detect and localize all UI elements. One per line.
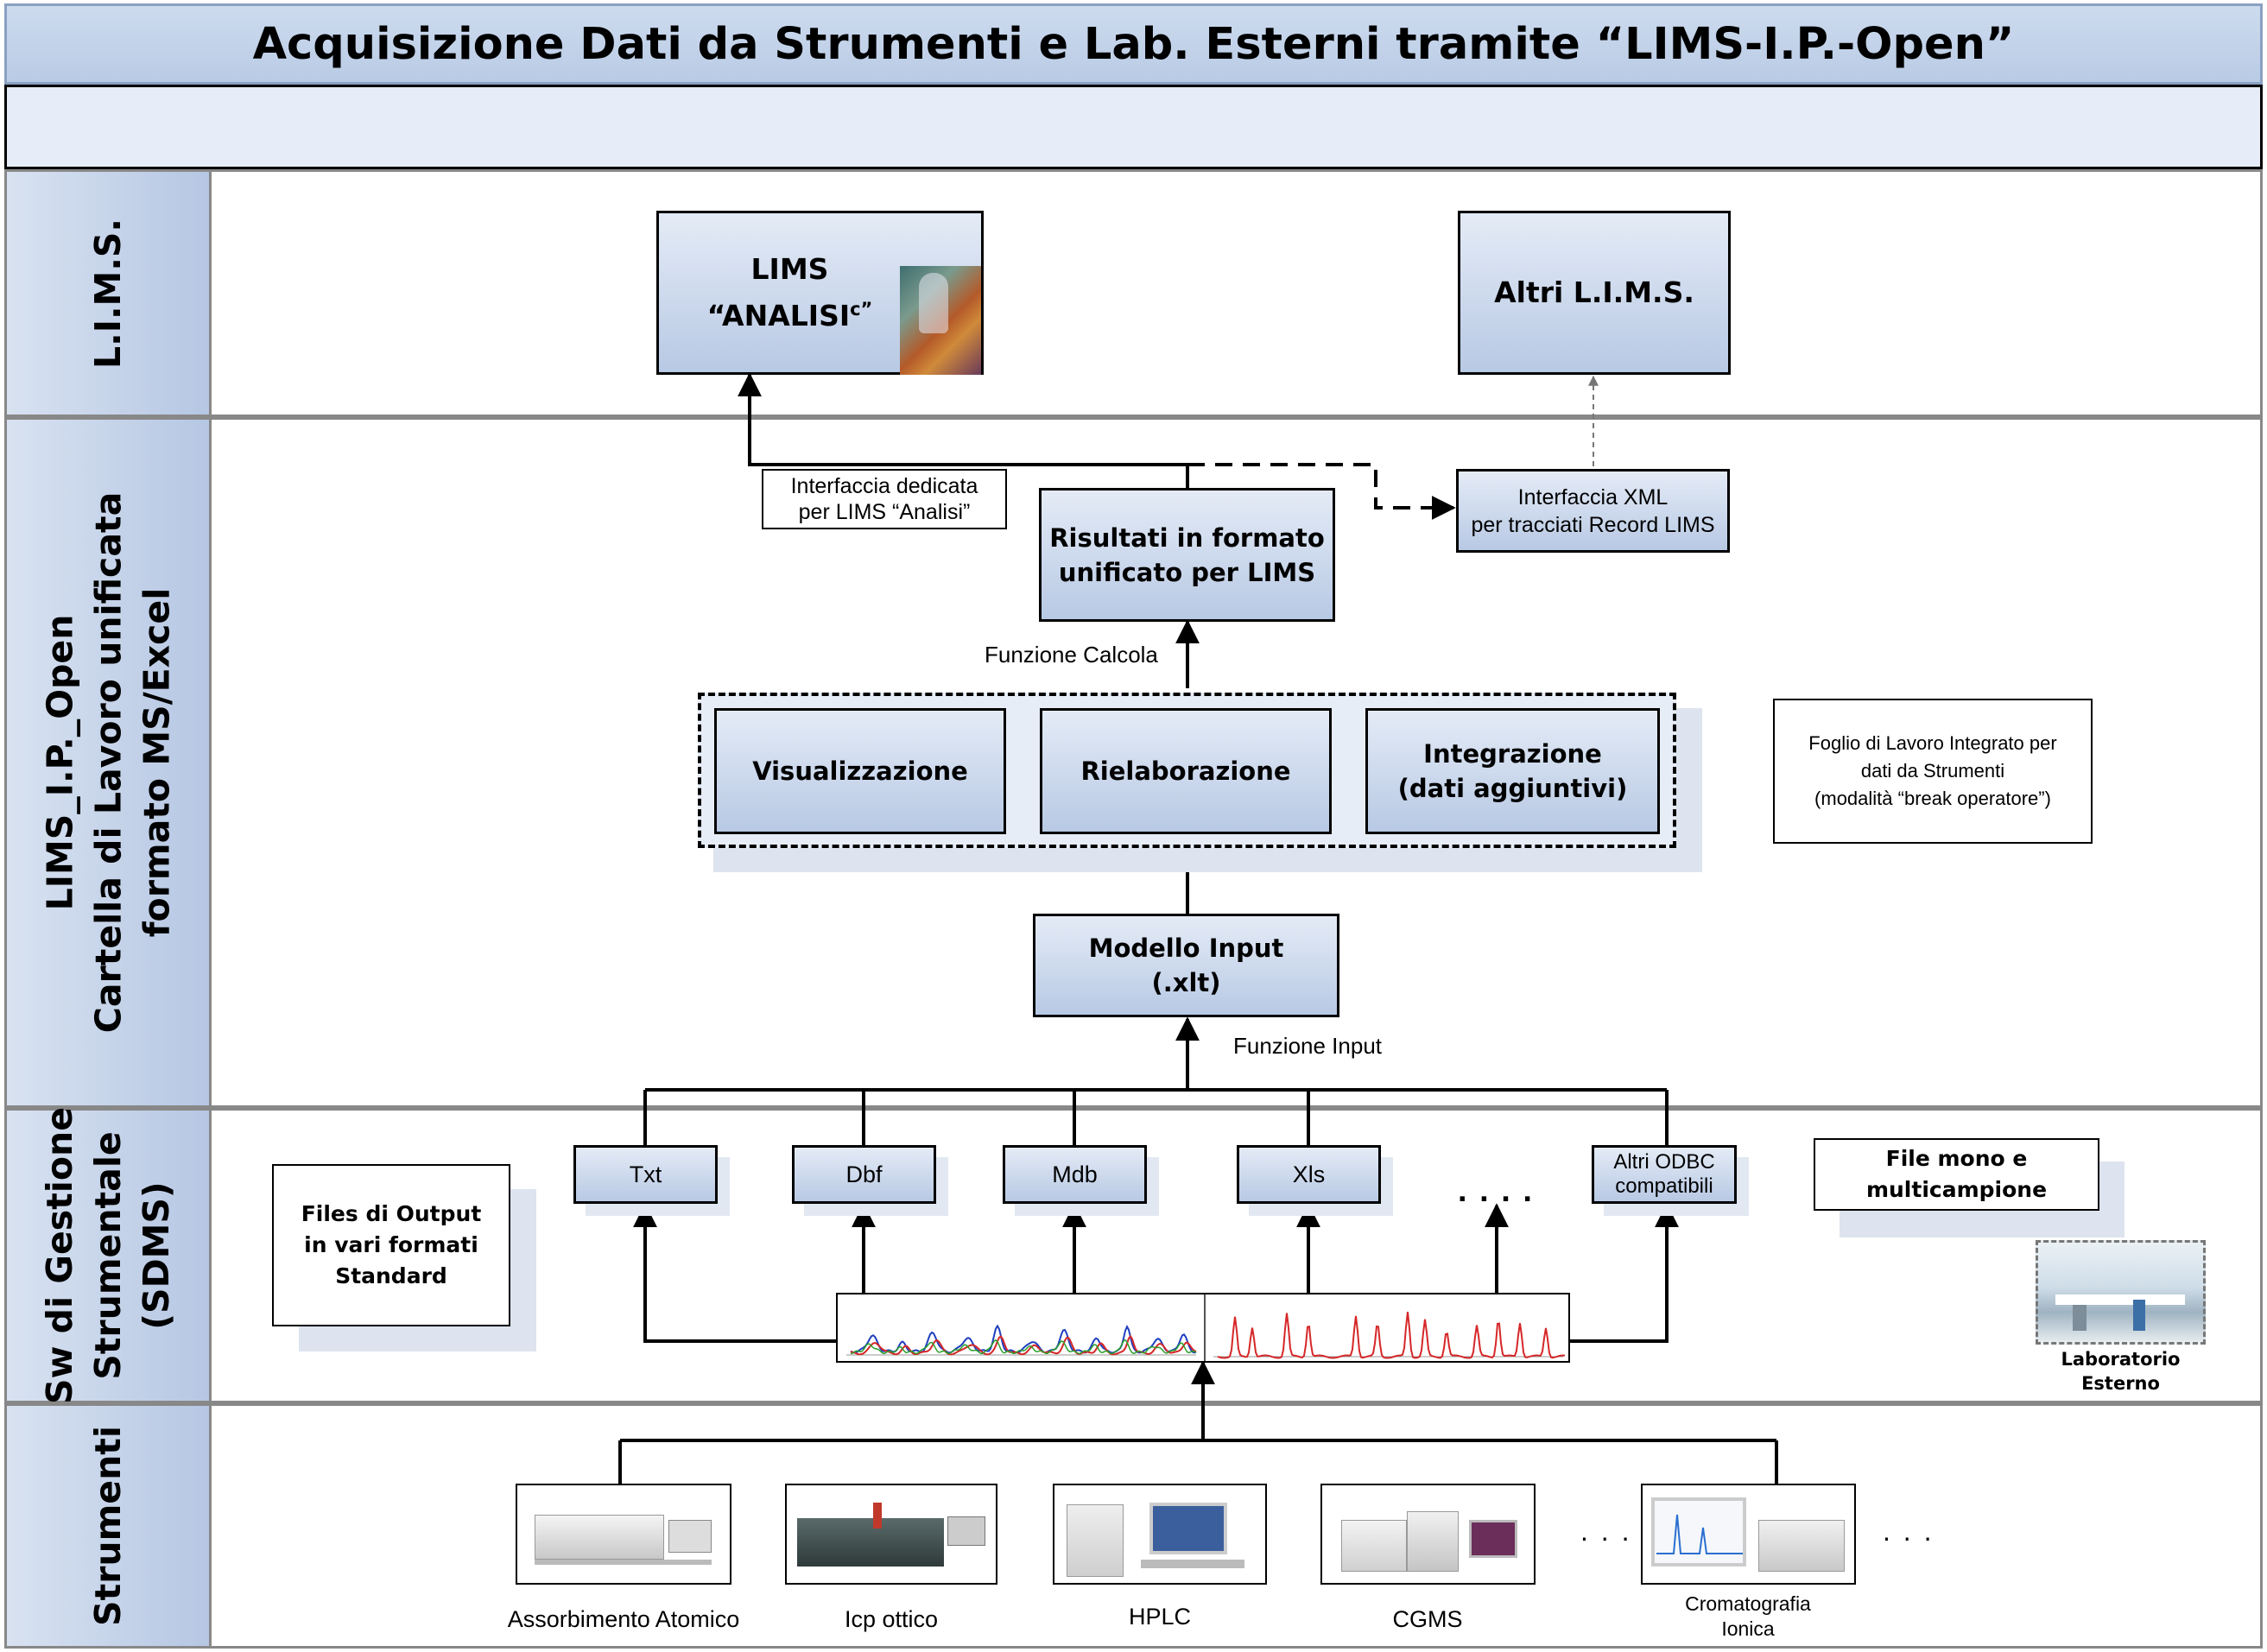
instrument-icp-caption: Icp ottico xyxy=(844,1606,939,1632)
instrument-icp-image xyxy=(785,1484,997,1585)
arrow-to-txt xyxy=(633,1203,836,1343)
rielaborazione-box: Rielaborazione xyxy=(1040,708,1332,834)
interfaccia-dedicata-line2: per LIMS “Analisi” xyxy=(798,500,971,524)
interfaccia-xml-line2: per tracciati Record LIMS xyxy=(1471,512,1715,537)
funzione-input-label: Funzione Input xyxy=(1233,1033,1383,1059)
risultati-line1: Risultati in formato xyxy=(1049,522,1325,553)
altri-lims-box: Altri L.I.M.S. xyxy=(1458,211,1731,375)
instrument-dots-right: . . . xyxy=(1883,1516,1935,1547)
lab-esterno-caption: Laboratorio Esterno xyxy=(2036,1347,2206,1396)
foglio-note-line1: Foglio di Lavoro Integrato per xyxy=(1808,732,2057,754)
foglio-note-line3: (modalità “break operatore”) xyxy=(1814,788,2051,809)
analisi-logo-image xyxy=(900,266,981,375)
modello-line1: Modello Input xyxy=(1088,934,1284,963)
file-mono-note: File mono e multicampione xyxy=(1814,1138,2099,1211)
subtitle-bar xyxy=(4,85,2263,169)
chromatogram-strip xyxy=(836,1293,1570,1363)
files-output-note: Files di Output in vari formati Standard xyxy=(272,1164,510,1326)
interfaccia-dedicata-note: Interfaccia dedicata per LIMS “Analisi” xyxy=(762,469,1007,529)
files-note-line1: Files di Output xyxy=(301,1201,482,1226)
instrument-ic-line1: Cromatografia xyxy=(1685,1592,1811,1615)
lane-header-lims: L.I.M.S. xyxy=(4,169,212,417)
format-dbf-box: Dbf xyxy=(792,1145,936,1204)
instrument-cgms-caption: CGMS xyxy=(1392,1606,1463,1632)
instrument-hplc-caption: HPLC xyxy=(1128,1604,1192,1630)
lims-analisi-box: LIMS “ANALISIc” xyxy=(656,211,984,375)
interfaccia-xml-line1: Interfaccia XML xyxy=(1517,484,1669,510)
instrument-hplc-image xyxy=(1053,1484,1267,1585)
mono-note-line2: multicampione xyxy=(1865,1177,2048,1202)
risultati-line2: unificato per LIMS xyxy=(1058,557,1316,587)
format-dots: . . . . xyxy=(1458,1173,1534,1209)
mono-note-line1: File mono e xyxy=(1885,1146,2028,1171)
chromatogram-traces xyxy=(846,1294,1566,1361)
interfaccia-xml-box: Interfaccia XML per tracciati Record LIM… xyxy=(1456,469,1730,553)
lab-esterno-image xyxy=(2036,1240,2206,1345)
instrument-ic-line2: Ionica xyxy=(1721,1617,1775,1640)
interfaccia-dedicata-line1: Interfaccia dedicata xyxy=(790,474,978,498)
arrow-to-odbc xyxy=(1570,1203,1679,1343)
modello-line2: (.xlt) xyxy=(1151,968,1221,997)
instrument-cgms-image xyxy=(1320,1484,1536,1585)
format-odbc-line1: Altri ODBC xyxy=(1613,1150,1715,1174)
foglio-lavoro-note: Foglio di Lavoro Integrato per dati da S… xyxy=(1773,699,2093,844)
visualizzazione-box: Visualizzazione xyxy=(714,708,1006,834)
foglio-note-line2: dati da Strumenti xyxy=(1860,760,2005,782)
integrazione-box: Integrazione (dati aggiuntivi) xyxy=(1365,708,1660,834)
instrument-dots-left: . . . xyxy=(1580,1516,1632,1547)
instrument-aa-caption: Assorbimento Atomico xyxy=(507,1606,740,1632)
instrument-ic-caption: Cromatografia Ionica xyxy=(1618,1592,1878,1642)
lab-esterno-line1: Laboratorio xyxy=(2061,1349,2181,1370)
instrument-aa-image xyxy=(516,1484,731,1585)
format-mdb-box: Mdb xyxy=(1003,1145,1147,1204)
integrazione-line2: (dati aggiuntivi) xyxy=(1397,774,1628,803)
lane-header-sdms: Sw di Gestione Strumentale (SDMS) xyxy=(4,1107,212,1404)
modello-input-box: Modello Input (.xlt) xyxy=(1033,914,1339,1017)
files-note-line2: in vari formati xyxy=(304,1232,478,1257)
lane-header-strumenti: Strumenti xyxy=(4,1403,212,1649)
lab-esterno-line2: Esterno xyxy=(2081,1373,2160,1394)
funzione-calcola-label: Funzione Calcola xyxy=(985,642,1158,668)
diagram-title: Acquisizione Dati da Strumenti e Lab. Es… xyxy=(4,3,2263,85)
lane-header-lims-open: LIMS_I.P._Open Cartella di Lavoro unific… xyxy=(4,417,212,1108)
format-odbc-box: Altri ODBC compatibili xyxy=(1592,1145,1737,1204)
lims-analisi-line1: LIMS xyxy=(750,252,829,286)
risultati-box: Risultati in formato unificato per LIMS xyxy=(1039,488,1335,622)
format-odbc-line2: compatibili xyxy=(1615,1174,1713,1198)
files-note-line3: Standard xyxy=(335,1263,447,1288)
arrow-to-xml xyxy=(1187,463,1456,520)
integrazione-line1: Integrazione xyxy=(1423,739,1602,769)
format-xls-box: Xls xyxy=(1237,1145,1381,1204)
instrument-ic-image xyxy=(1641,1484,1856,1585)
lims-analisi-line2: “ANALISI xyxy=(706,299,851,332)
lims-analisi-sup: c” xyxy=(850,299,873,320)
format-txt-box: Txt xyxy=(573,1145,718,1204)
